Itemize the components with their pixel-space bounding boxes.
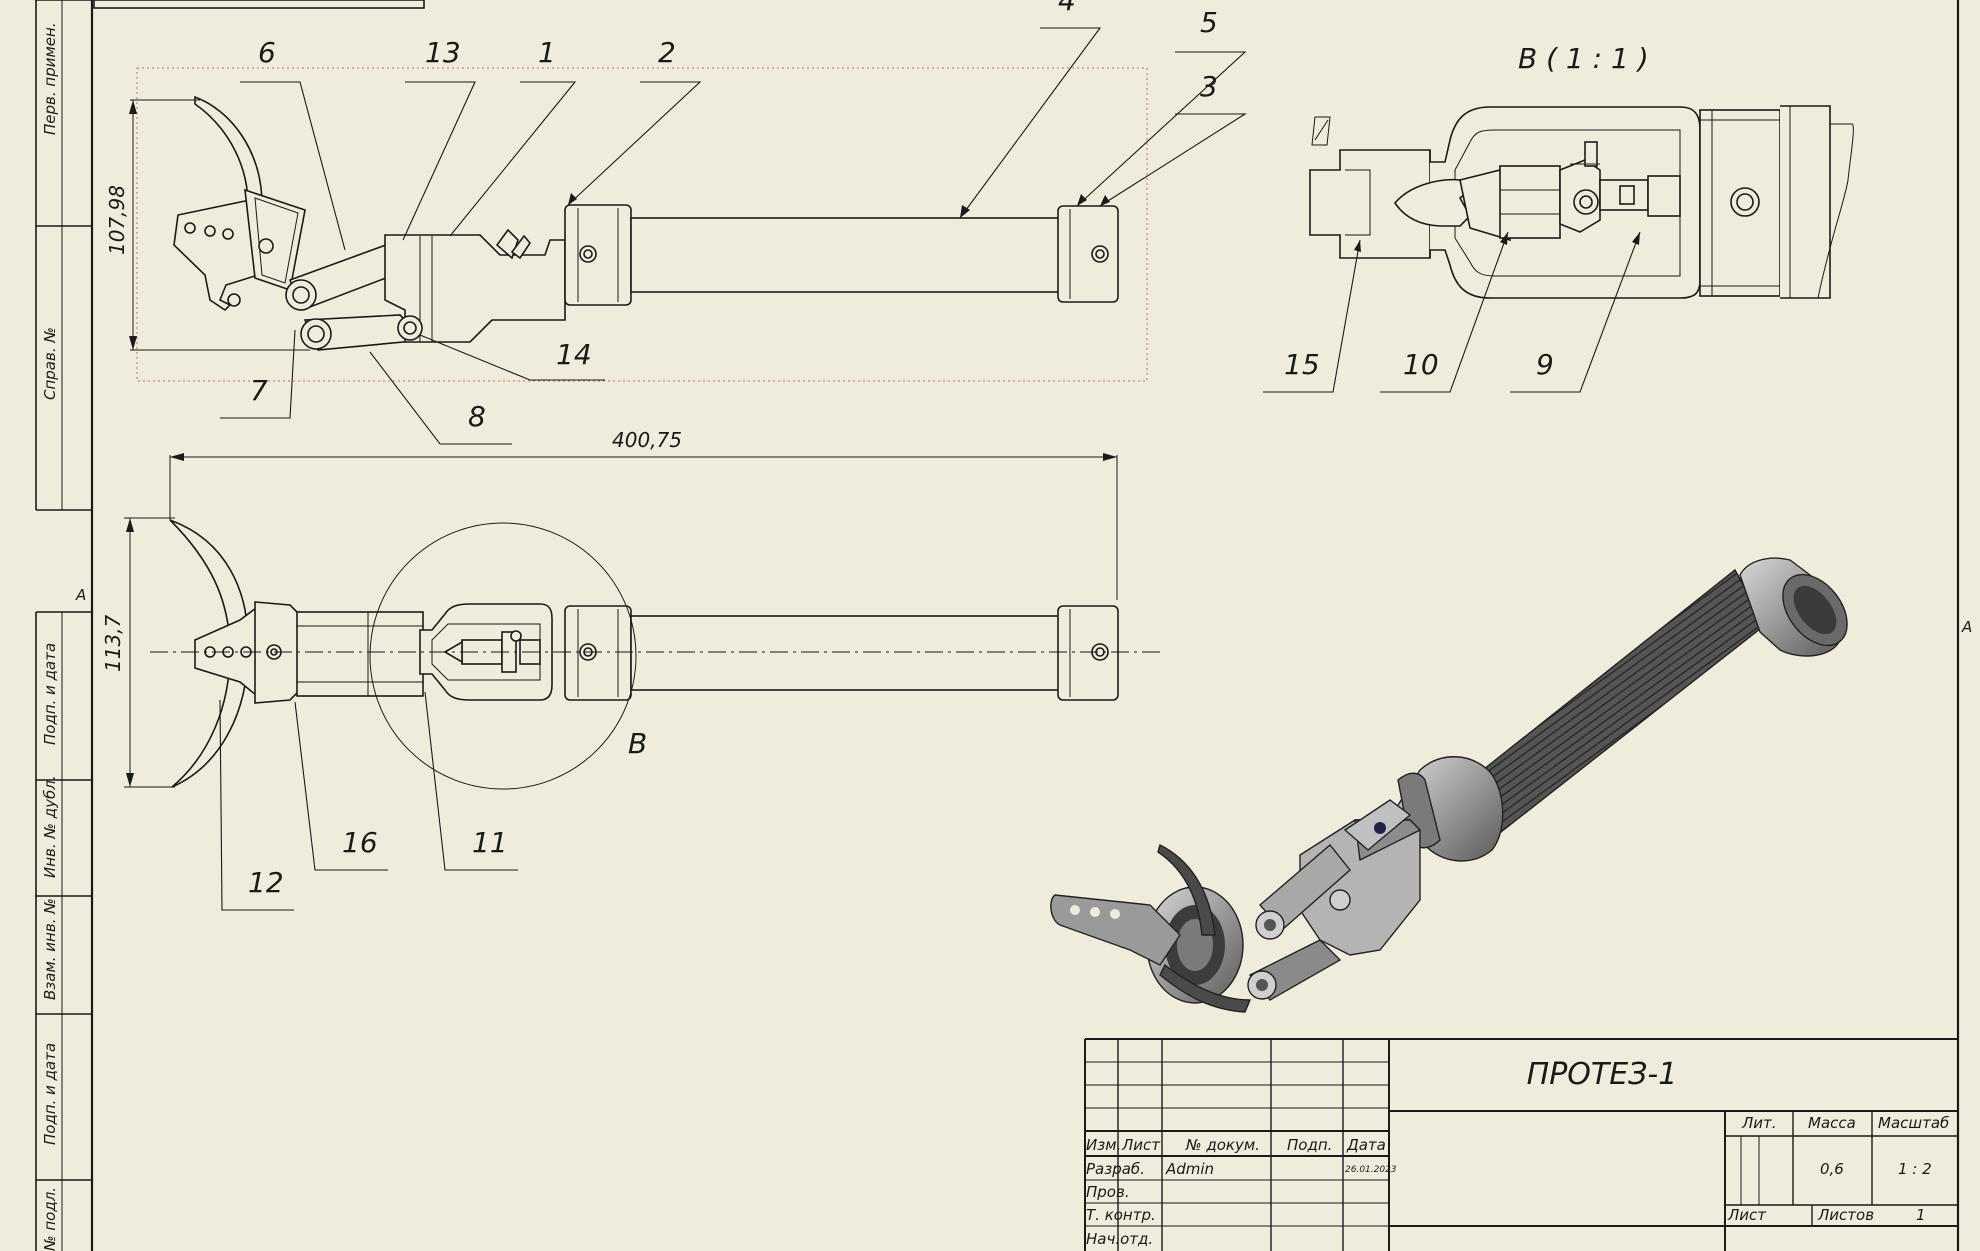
detail-cone [1394, 178, 1472, 227]
side-label-podp-data-1: Подп. и дата [41, 643, 59, 745]
detail-view-title: B ( 1 : 1 ) [1518, 42, 1649, 75]
tb-date: 26.01.2023 [1345, 1165, 1397, 1175]
collar-proximal-top [564, 605, 632, 701]
title-block: Изм. Лист № докум. Подп. Дата Разраб. Пр… [1084, 1038, 1958, 1251]
callout-15: 15 [1284, 348, 1320, 381]
end-cap-side [1057, 205, 1119, 303]
sheet-frame [90, 0, 1960, 1251]
callout-9: 9 [1536, 348, 1554, 381]
callouts-side: 6 13 1 2 4 5 3 7 8 14 [220, 0, 1247, 445]
zone-letter-left: A [75, 586, 86, 604]
hook-arc-top [169, 519, 249, 788]
tb-massa-value: 0,6 [1820, 1160, 1844, 1178]
detail-view-b: B ( 1 : 1 ) 15 [1263, 42, 1854, 393]
detail-circle-b [369, 522, 637, 790]
tb-lit-label: Лит. [1741, 1114, 1777, 1132]
side-label-perv-primen: Перв. примен. [41, 22, 59, 135]
dimension-length: 400,75 [169, 428, 1118, 600]
callout-11: 11 [472, 826, 508, 859]
side-label-inv-podl: № подл. [41, 1187, 59, 1251]
top-view: 400,75 113,7 [101, 428, 1165, 790]
tb-massa-label: Масса [1808, 1114, 1856, 1132]
tb-col-dokum: № докум. [1185, 1136, 1260, 1154]
tb-col-data: Дата [1346, 1136, 1386, 1154]
callout-3: 3 [1200, 70, 1218, 103]
zone-letter-right: A [1961, 618, 1972, 636]
callout-6: 6 [258, 36, 276, 69]
tb-listov-label: Листов [1817, 1206, 1874, 1224]
collar-proximal-side [564, 204, 632, 306]
tb-row-prov: Пров. [1086, 1183, 1130, 1201]
callout-10: 10 [1403, 348, 1439, 381]
end-cap-top [1057, 605, 1119, 701]
link-block-top [296, 611, 424, 697]
callout-5: 5 [1200, 6, 1218, 39]
side-label-inv-dubl: Инв. № дубл. [41, 775, 59, 878]
dim-label-height: 107,98 [105, 185, 129, 255]
iso-hand-plate [1050, 894, 1181, 966]
tb-masshtab-label: Масштаб [1878, 1114, 1949, 1132]
tube-top [630, 615, 1062, 691]
side-view: 107,98 [105, 67, 1148, 382]
view-break-outline [136, 67, 1148, 382]
callout-4: 4 [1058, 0, 1076, 17]
dimension-width: 113,7 [101, 517, 175, 788]
dim-label-length: 400,75 [612, 428, 682, 452]
tb-col-izm: Изм. [1086, 1136, 1121, 1154]
side-label-sprav-no: Справ. № [41, 327, 59, 400]
callout-13: 13 [425, 36, 461, 69]
callout-8: 8 [468, 400, 486, 433]
callout-1: 1 [538, 36, 556, 69]
tb-col-list: Лист [1121, 1136, 1161, 1154]
dim-label-width: 113,7 [101, 614, 125, 672]
tb-author: Admin [1165, 1160, 1214, 1178]
callout-12: 12 [248, 866, 284, 899]
side-label-vzam-inv: Взам. инв. № [41, 898, 59, 1000]
tb-drawing-name: ПРОТЕЗ-1 [1527, 1057, 1678, 1092]
isometric-render [1050, 557, 1848, 1013]
side-margin-strip: Перв. примен. Справ. № Подп. и дата Инв.… [35, 0, 1972, 1251]
tb-row-nachotd: Нач.отд. [1086, 1230, 1153, 1248]
tb-col-podp: Подп. [1287, 1136, 1332, 1154]
dimension-height-side: 107,98 [105, 99, 310, 351]
detail-marker-b: B [628, 727, 647, 760]
tb-row-razrab: Разраб. [1086, 1160, 1145, 1178]
hook-claw-side [194, 95, 263, 207]
housing-side [384, 234, 566, 343]
callout-7: 7 [250, 374, 268, 407]
callout-16: 16 [342, 826, 378, 859]
side-label-podp-data-2: Подп. и дата [41, 1043, 59, 1145]
tb-listov-value: 1 [1916, 1206, 1926, 1224]
callout-14: 14 [556, 338, 592, 371]
tube-side [630, 217, 1062, 293]
detail-block [1499, 165, 1561, 239]
tb-row-tkontr: Т. контр. [1086, 1206, 1156, 1224]
iso-hook-claw [1157, 843, 1216, 936]
callouts-top: 16 11 12 [219, 691, 518, 911]
tb-list-label: Лист [1727, 1206, 1767, 1224]
tb-masshtab-value: 1 : 2 [1898, 1160, 1932, 1178]
callout-2: 2 [658, 36, 676, 69]
